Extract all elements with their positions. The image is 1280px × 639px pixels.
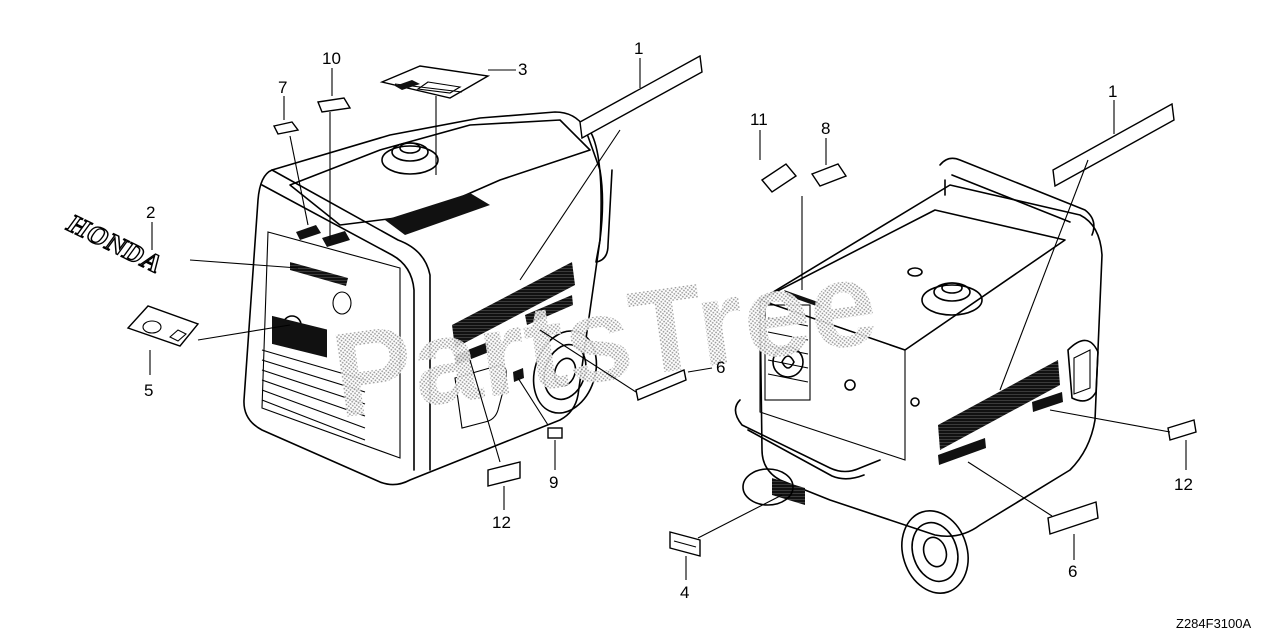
callout-2: 2	[146, 203, 155, 222]
decal-11	[760, 163, 798, 193]
callout-labels: 1 2 3 5 6 7 9 10 12 1 4 6 8 11 12	[144, 39, 1193, 602]
generator-left-view	[243, 111, 613, 486]
decal-6-right	[1047, 501, 1099, 535]
decal-7	[272, 121, 300, 135]
watermark-text: PartsTree	[324, 235, 884, 444]
callout-11: 11	[750, 110, 768, 129]
drawing-code: Z284F3100A	[1176, 616, 1251, 631]
callout-10: 10	[322, 49, 341, 68]
decal-12-right	[1167, 419, 1197, 441]
vent-grille	[261, 349, 366, 441]
callout-12-left: 12	[492, 513, 511, 532]
decal-12-left	[487, 461, 521, 487]
decal-9	[547, 427, 563, 439]
louver-panel	[764, 304, 811, 401]
decal-10	[317, 97, 352, 113]
wheel-left	[532, 330, 598, 414]
decal-8	[810, 163, 848, 187]
decal-3	[379, 65, 491, 99]
decal-6-left	[635, 369, 687, 401]
callout-8: 8	[821, 119, 830, 138]
callout-7: 7	[278, 78, 287, 97]
decal-5	[126, 305, 200, 347]
callout-3: 3	[518, 60, 527, 79]
callout-9: 9	[549, 473, 558, 492]
callout-1-right: 1	[1108, 82, 1117, 101]
decal-1-right	[1052, 102, 1175, 188]
decal-parts-right	[669, 102, 1197, 557]
fuel-cap-right	[921, 282, 983, 316]
decal-1-left	[579, 54, 703, 140]
callout-6-right: 6	[1068, 562, 1077, 581]
callout-1-left: 1	[634, 39, 643, 58]
callout-6-left: 6	[716, 358, 725, 377]
generator-right-view	[734, 157, 1103, 594]
wheel-right	[901, 510, 969, 594]
fuel-cap-left	[381, 142, 439, 175]
callout-12-right: 12	[1174, 475, 1193, 494]
callout-4: 4	[680, 583, 689, 602]
leader-lines	[149, 58, 1187, 580]
callout-5: 5	[144, 381, 153, 400]
decal-4	[669, 531, 701, 557]
